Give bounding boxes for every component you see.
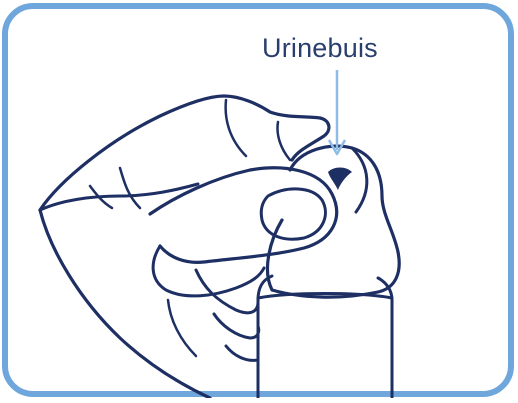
urethra-label: Urinebuis	[262, 32, 378, 64]
